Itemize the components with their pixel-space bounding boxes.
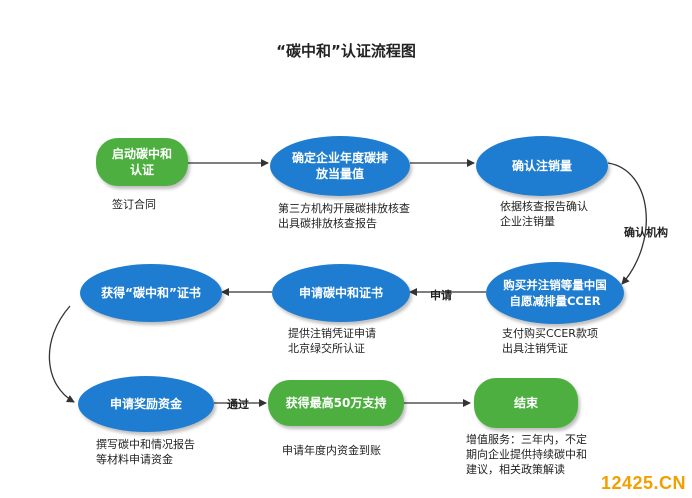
note-value-added: 增值服务：三年内，不定 期向企业提供持续碳中和 建议，相关政策解读 xyxy=(466,433,587,476)
node-confirm-cancel: 确认注销量 xyxy=(476,136,608,196)
node-apply-fund: 申请奖励资金 xyxy=(78,376,214,432)
node-end: 结束 xyxy=(474,378,578,428)
note-receive-fund: 申请年度内资金到账 xyxy=(282,444,381,457)
node-start: 启动碳中和 认证 xyxy=(96,138,188,186)
note-third-party: 第三方机构开展碳排放核查 出具碳排放核查报告 xyxy=(278,202,410,230)
node-obtain-support: 获得最高50万支持 xyxy=(268,380,404,426)
note-sign-contract: 签订合同 xyxy=(112,198,156,211)
edge-label-confirm-agency: 确认机构 xyxy=(624,226,668,239)
node-obtain-cert: 获得“碳中和”证书 xyxy=(80,264,222,322)
node-buy-ccer: 购买并注销等量中国 自愿减排量CCER xyxy=(486,262,624,324)
note-pay-ccer: 支付购买CCER款项 出具注销凭证 xyxy=(502,327,598,355)
arrow-cancel-to-ccer xyxy=(607,162,647,285)
node-apply-cert: 申请碳中和证书 xyxy=(272,264,410,322)
edge-label-pass: 通过 xyxy=(227,398,249,411)
note-write-report: 撰写碳中和情况报告 等材料申请资金 xyxy=(96,438,195,466)
arrow-obtaincert-to-applyfund xyxy=(48,305,75,403)
edge-label-apply: 申请 xyxy=(430,289,452,302)
note-provide-voucher: 提供注销凭证申请 北京绿交所认证 xyxy=(288,327,376,355)
page-title: “碳中和”认证流程图 xyxy=(276,42,416,60)
note-based-on-report: 依据核查报告确认 企业注销量 xyxy=(500,200,588,228)
watermark-logo: 12425.CN xyxy=(600,473,686,493)
node-confirm-emission: 确定企业年度碳排 放当量值 xyxy=(270,136,410,196)
